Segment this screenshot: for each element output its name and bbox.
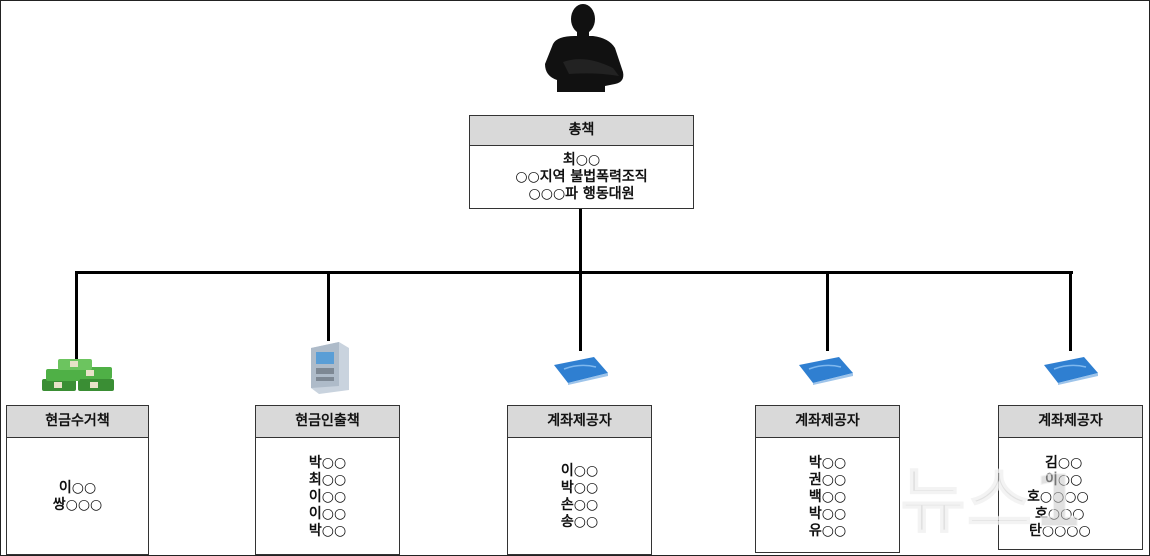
account-provider-names: 이○○ 박○○ 손○○ 송○○ (508, 438, 651, 531)
boss-details: 최○○ ○○지역 불법폭력조직 ○○○파 행동대원 (470, 146, 693, 203)
drop-line-5 (1069, 271, 1072, 351)
person-silhouette-icon (545, 4, 624, 92)
member-name: 송○○ (560, 514, 599, 530)
drop-line-2 (327, 271, 330, 341)
boss-name: 최○○ (562, 152, 601, 168)
cash-collector-box: 현금수거책 이○○ 쌍○○○ (6, 405, 149, 555)
member-name: 이○○ (308, 489, 347, 505)
account-provider-role-label: 계좌제공자 (508, 406, 651, 438)
member-name: 손○○ (560, 497, 599, 513)
cash-withdrawer-names: 박○○ 최○○ 이○○ 이○○ 박○○ (256, 438, 399, 540)
account-provider-names: 박○○ 권○○ 백○○ 박○○ 유○○ (756, 438, 899, 540)
member-name: 유○○ (808, 523, 847, 539)
cash-withdrawer-role-label: 현금인출책 (256, 406, 399, 438)
cash-collector-role-label: 현금수거책 (7, 406, 148, 438)
member-name: 백○○ (808, 489, 847, 505)
account-provider-box-1: 계좌제공자 이○○ 박○○ 손○○ 송○○ (507, 405, 652, 555)
member-name: 이○○ (58, 480, 97, 496)
cash-stack-icon (42, 359, 114, 391)
drop-line-1 (75, 271, 78, 363)
member-name: 박○○ (308, 455, 347, 471)
atm-icon (311, 342, 349, 394)
account-provider-names: 김○○ 이○○ 호○○○○ 호○○○ 탄○○○○ (999, 438, 1142, 540)
member-name: 이○○ (1045, 472, 1083, 488)
member-name: 박○○ (808, 506, 847, 522)
member-name: 이○○ (308, 506, 347, 522)
boss-role-label: 총책 (470, 116, 693, 146)
member-name: 김○○ (1045, 455, 1083, 471)
bankbook-icon (1044, 357, 1098, 385)
svg-text:뉴스1: 뉴스1 (900, 459, 1083, 543)
boss-affiliation: ○○지역 불법폭력조직 (515, 169, 648, 185)
bankbook-icon (554, 357, 608, 385)
account-provider-role-label: 계좌제공자 (756, 406, 899, 438)
member-name: 쌍○○○ (52, 497, 103, 513)
member-name: 탄○○○○ (1029, 523, 1091, 539)
cash-collector-names: 이○○ 쌍○○○ (7, 438, 148, 514)
member-name: 박○○ (560, 480, 599, 496)
member-name: 권○○ (808, 472, 847, 488)
account-provider-box-3: 계좌제공자 김○○ 이○○ 호○○○○ 호○○○ 탄○○○○ (998, 405, 1143, 550)
account-provider-box-2: 계좌제공자 박○○ 권○○ 백○○ 박○○ 유○○ (755, 405, 900, 553)
account-provider-role-label: 계좌제공자 (999, 406, 1142, 438)
bankbook-icon (799, 357, 853, 385)
member-name: 이○○ (560, 463, 599, 479)
drop-line-3 (579, 271, 582, 351)
member-name: 호○○○ (1035, 506, 1085, 522)
news1-watermark-logo: 뉴스1 (899, 458, 1084, 544)
cash-withdrawer-box: 현금인출책 박○○ 최○○ 이○○ 이○○ 박○○ (255, 405, 400, 555)
member-name: 박○○ (308, 523, 347, 539)
boss-connector-vertical (579, 208, 582, 274)
member-name: 호○○○○ (1027, 489, 1089, 505)
horizontal-connector (75, 271, 1073, 274)
member-name: 박○○ (808, 455, 847, 471)
member-name: 최○○ (308, 472, 347, 488)
boss-position: ○○○파 행동대원 (528, 186, 635, 202)
drop-line-4 (826, 271, 829, 351)
boss-box: 총책 최○○ ○○지역 불법폭력조직 ○○○파 행동대원 (469, 115, 694, 209)
